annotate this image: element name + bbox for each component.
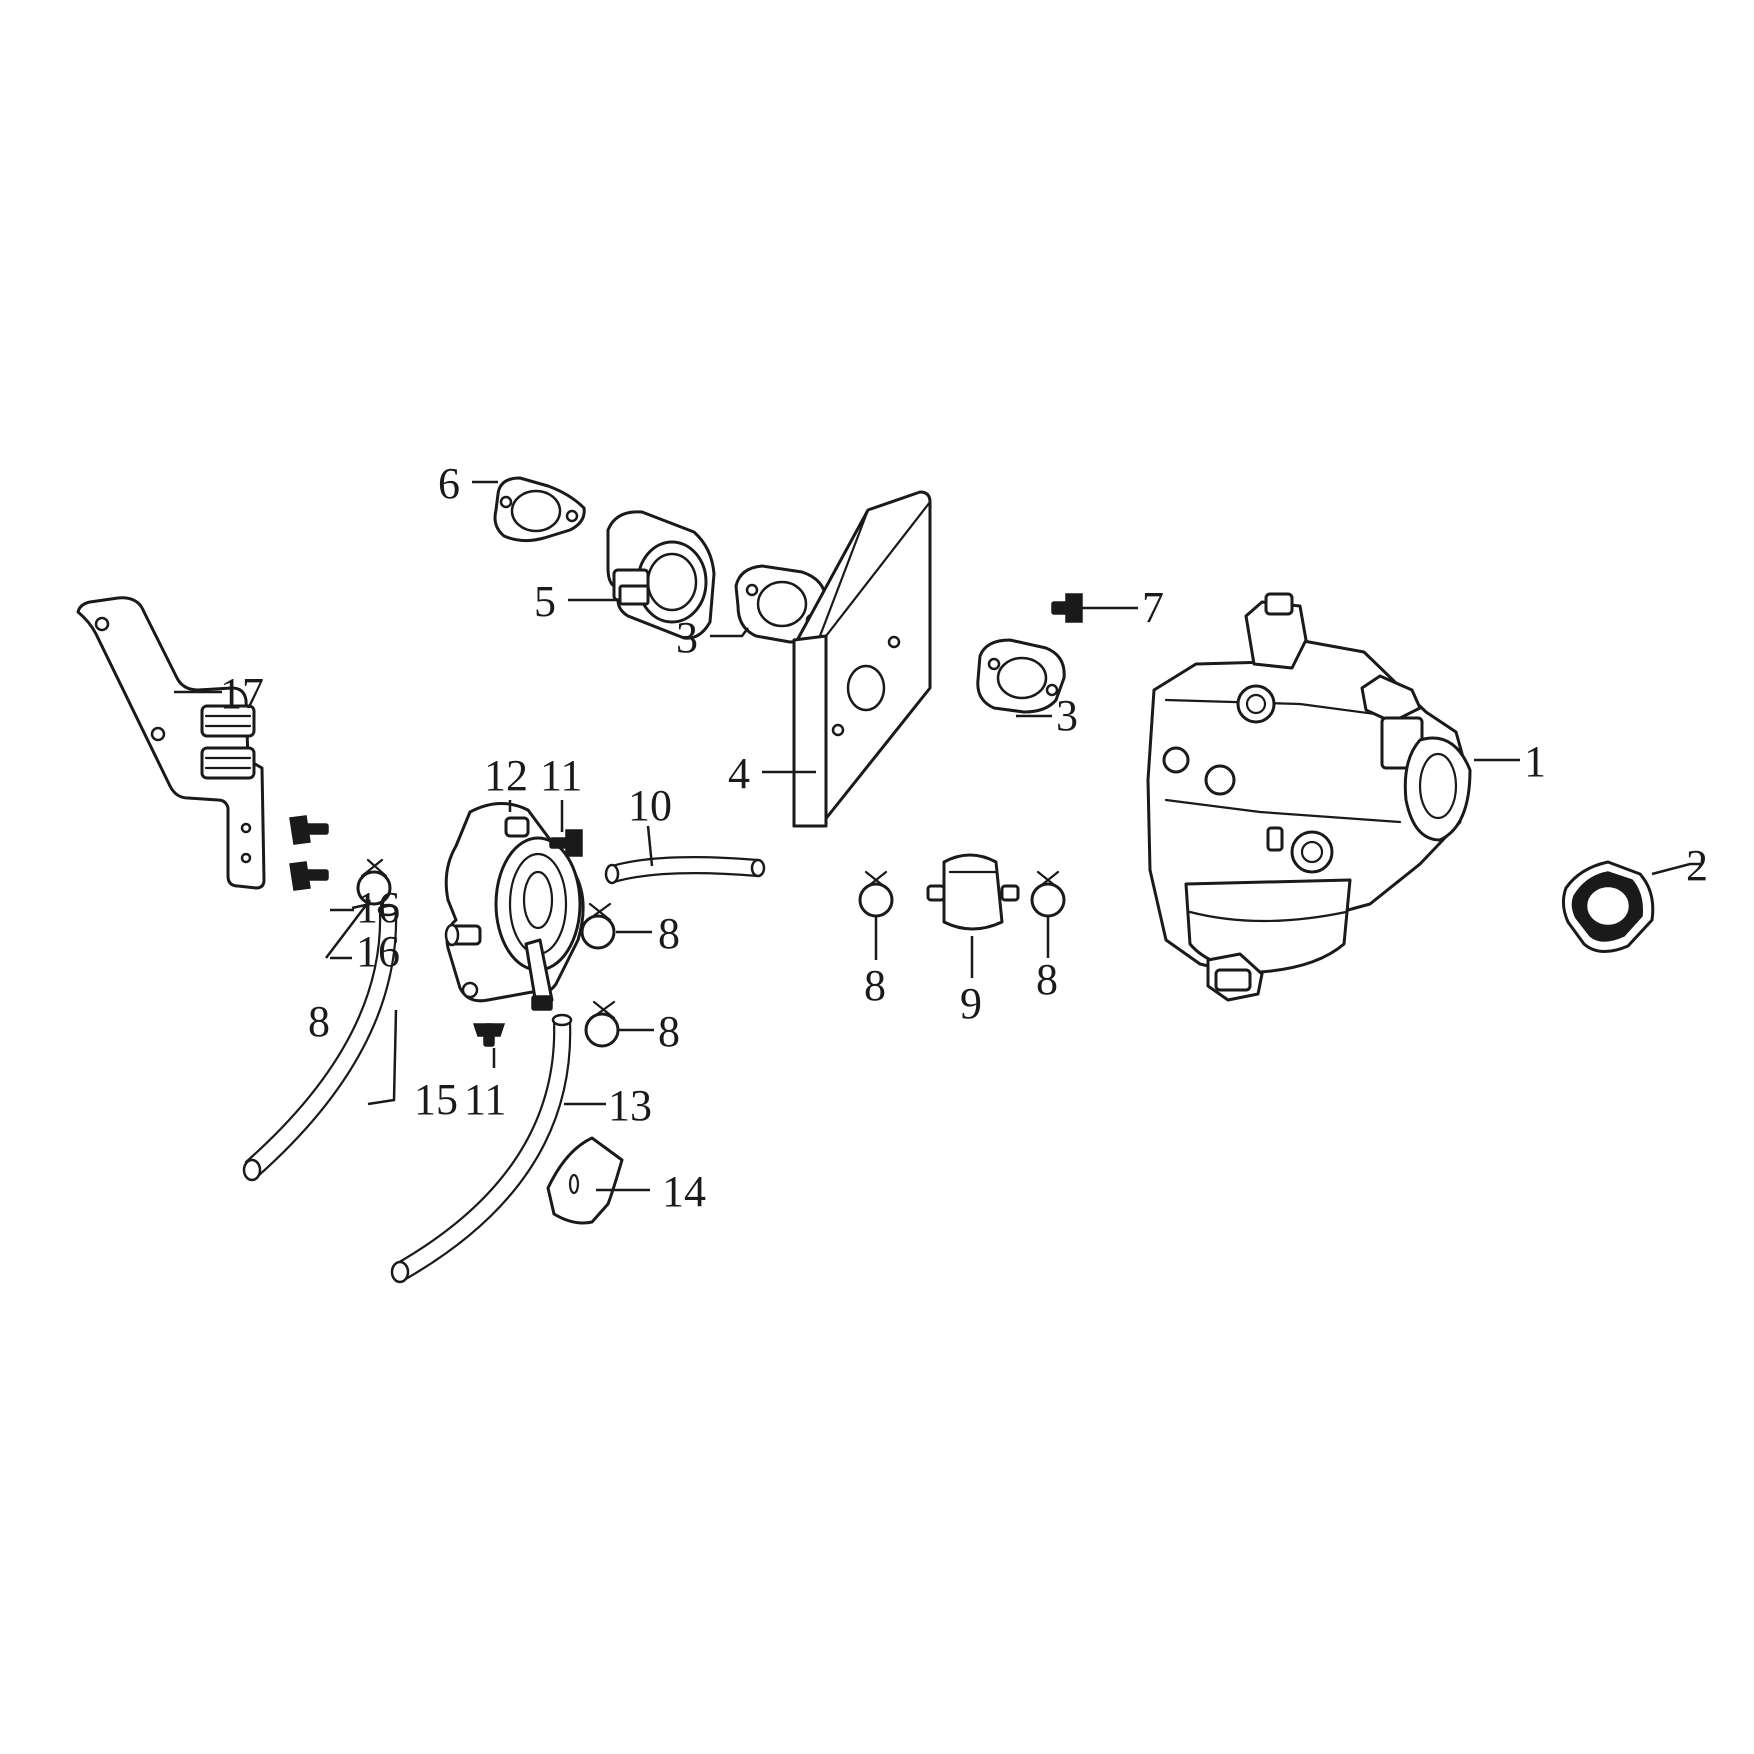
part-17-bracket [76, 596, 266, 890]
callout-13: 13 [608, 1081, 652, 1130]
callout-10: 10 [628, 781, 672, 830]
callout-5: 5 [534, 577, 556, 626]
part-8-hose-clamp-b [580, 902, 616, 950]
part-1-carburetor [1146, 592, 1472, 1002]
part-8-hose-clamp-c [584, 1000, 620, 1048]
part-16-bolt-lower [289, 861, 329, 891]
callout-16-b: 16 [356, 927, 400, 976]
part-11-screw-lower [472, 1023, 506, 1047]
callout-7: 7 [1142, 583, 1164, 632]
part-16-bolt-upper [289, 815, 329, 845]
callout-11-a: 11 [540, 751, 582, 800]
part-5-insulator [606, 510, 716, 640]
callout-8-c: 8 [658, 1007, 680, 1056]
callout-12: 12 [484, 751, 528, 800]
callout-labels: 1 2 3 3 4 5 6 7 8 8 8 8 8 9 10 11 11 12 … [220, 459, 1708, 1216]
part-11-screw-upper [549, 829, 583, 857]
part-12-fuel-pump [444, 802, 585, 1011]
callout-6: 6 [438, 459, 460, 508]
callout-17: 17 [220, 669, 264, 718]
part-8-hose-clamp-d [858, 870, 894, 918]
leader-lines [174, 480, 1700, 1192]
callout-1: 1 [1524, 737, 1546, 786]
part-4-heat-shield [792, 490, 932, 828]
part-3-gasket-right [976, 638, 1066, 714]
callout-14: 14 [662, 1167, 706, 1216]
part-8-hose-clamp-a [356, 858, 392, 906]
part-13-fuel-hose [390, 1013, 573, 1284]
callout-2: 2 [1686, 841, 1708, 890]
callout-16-a: 16 [356, 883, 400, 932]
part-9-fuel-filter [926, 853, 1020, 931]
part-10-vent-hose [604, 856, 766, 885]
part-8-hose-clamp-e [1030, 870, 1066, 918]
part-15-fuel-hose [242, 903, 399, 1182]
callout-8-d: 8 [864, 961, 886, 1010]
callout-11-b: 11 [464, 1075, 506, 1124]
callout-8-e: 8 [1036, 955, 1058, 1004]
part-2-gasket [1561, 860, 1655, 953]
callout-3-right: 3 [1056, 691, 1078, 740]
part-14-hose-clip [546, 1136, 624, 1225]
callout-15: 15 [414, 1075, 458, 1124]
callout-8-b: 8 [658, 909, 680, 958]
callout-3-left: 3 [676, 613, 698, 662]
part-6-gasket [493, 476, 586, 543]
callout-9: 9 [960, 979, 982, 1028]
callout-4: 4 [728, 749, 750, 798]
callout-8-a: 8 [308, 997, 330, 1046]
